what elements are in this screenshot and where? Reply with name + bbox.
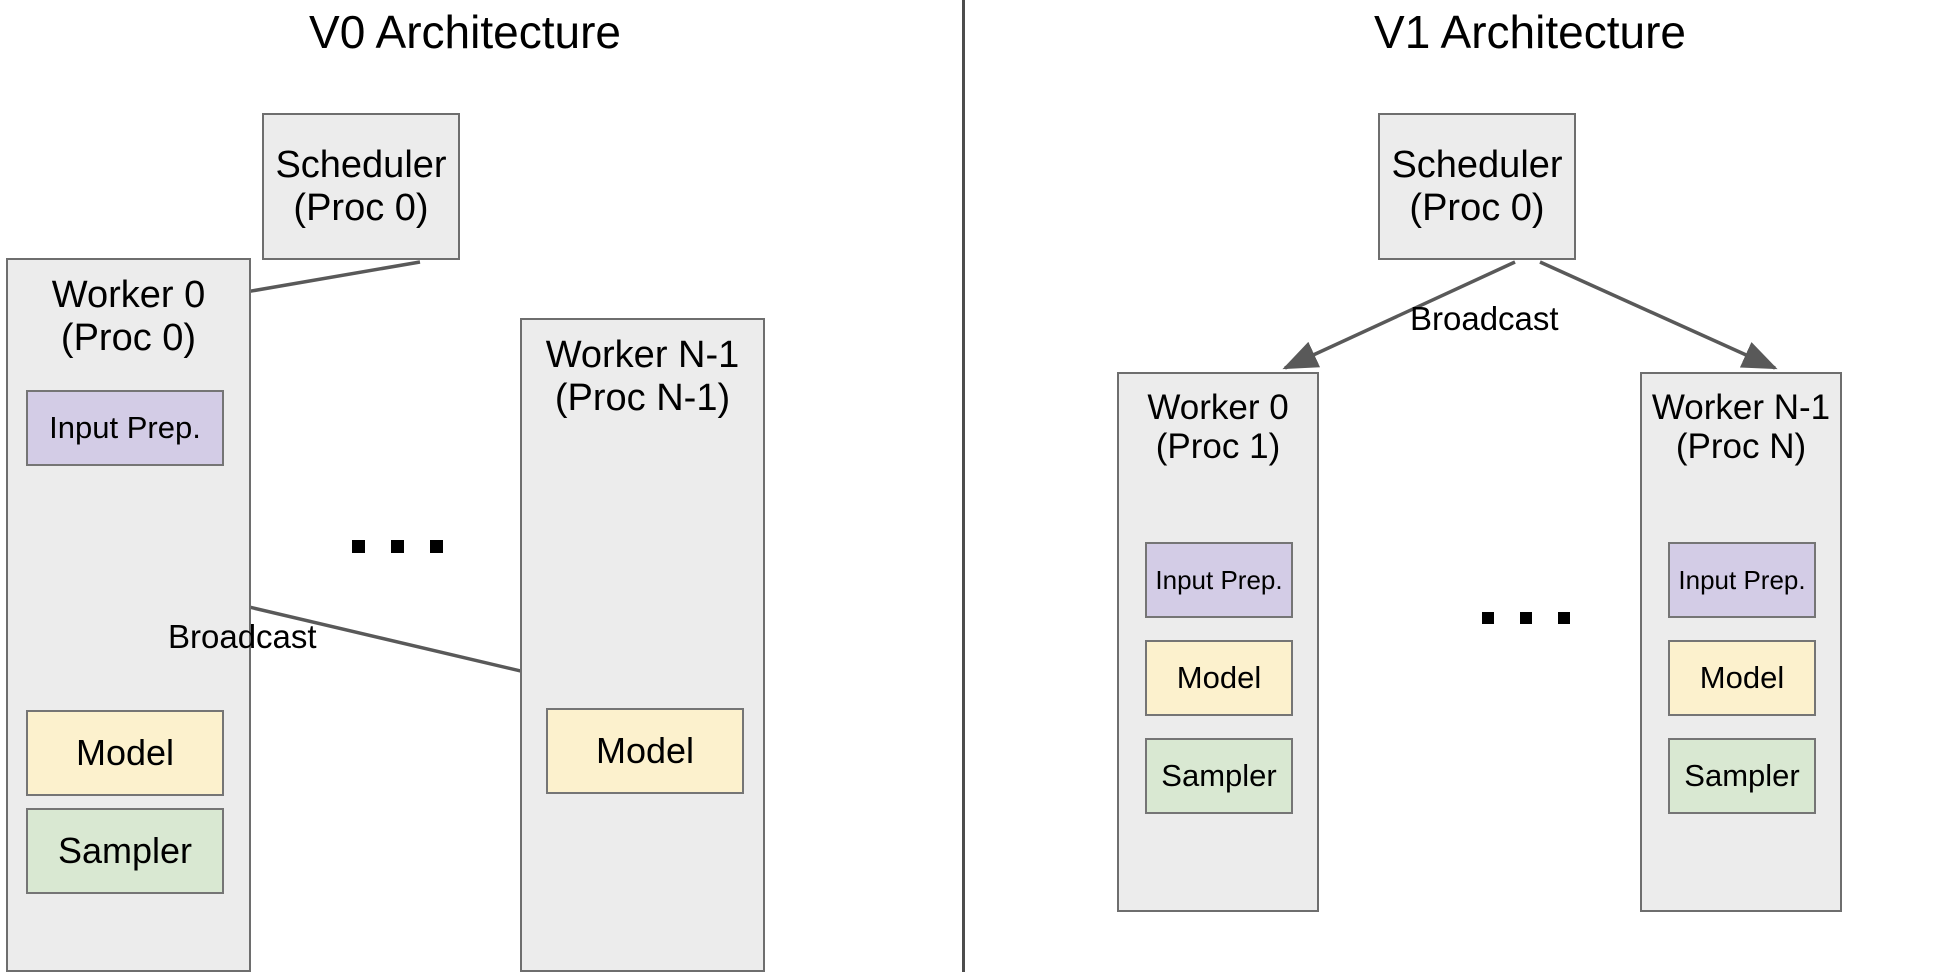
v0-worker-0-model-label: Model [75, 732, 175, 774]
v0-worker-0-model[interactable]: Model [26, 710, 224, 796]
v1-worker-0-sampler[interactable]: Sampler [1145, 738, 1293, 814]
v1-worker-n1-sampler[interactable]: Sampler [1668, 738, 1816, 814]
v1-worker-0-model-label: Model [1176, 659, 1262, 695]
v0-worker-0-input-prep[interactable]: Input Prep. [26, 390, 224, 466]
v1-broadcast-label: Broadcast [1410, 300, 1559, 337]
v1-worker-n1-input-prep-label: Input Prep. [1678, 564, 1806, 595]
v0-worker-0-sampler-label: Sampler [57, 830, 193, 872]
v0-worker-0-sampler[interactable]: Sampler [26, 808, 224, 894]
v0-worker-n1-model-label: Model [595, 730, 695, 772]
v1-worker-n1-model-label: Model [1699, 659, 1785, 695]
v1-worker-n1-sampler-label: Sampler [1684, 757, 1800, 793]
v0-worker-0-label: Worker 0 (Proc 0) [51, 274, 206, 359]
v1-ellipsis [1482, 612, 1570, 624]
v1-worker-0-input-prep[interactable]: Input Prep. [1145, 542, 1293, 618]
v0-worker-n1-container[interactable]: Worker N-1 (Proc N-1) [520, 318, 765, 972]
v0-worker-n1-label: Worker N-1 (Proc N-1) [545, 334, 740, 419]
v1-scheduler-node[interactable]: Scheduler (Proc 0) [1378, 113, 1576, 260]
panel-divider [962, 0, 965, 972]
v1-worker-n1-model[interactable]: Model [1668, 640, 1816, 716]
v1-worker-0-input-prep-label: Input Prep. [1155, 564, 1283, 595]
v0-broadcast-label: Broadcast [168, 618, 317, 655]
edge-v1-scheduler-to-worker-n1 [1539, 260, 1778, 370]
v0-scheduler-node[interactable]: Scheduler (Proc 0) [262, 113, 460, 260]
v1-worker-n1-input-prep[interactable]: Input Prep. [1668, 542, 1816, 618]
v1-worker-0-label: Worker 0 (Proc 1) [1147, 388, 1289, 467]
panel-title-v0: V0 Architecture [309, 6, 621, 58]
v1-worker-0-model[interactable]: Model [1145, 640, 1293, 716]
v0-worker-n1-model[interactable]: Model [546, 708, 744, 794]
v1-worker-0-sampler-label: Sampler [1161, 757, 1277, 793]
v1-scheduler-label: Scheduler (Proc 0) [1391, 143, 1563, 229]
v0-scheduler-label: Scheduler (Proc 0) [275, 143, 447, 229]
panel-title-v1: V1 Architecture [1374, 6, 1686, 58]
v0-worker-0-input-prep-label: Input Prep. [49, 409, 201, 445]
v1-worker-n1-label: Worker N-1 (Proc N) [1651, 388, 1831, 467]
v0-ellipsis [352, 540, 443, 553]
